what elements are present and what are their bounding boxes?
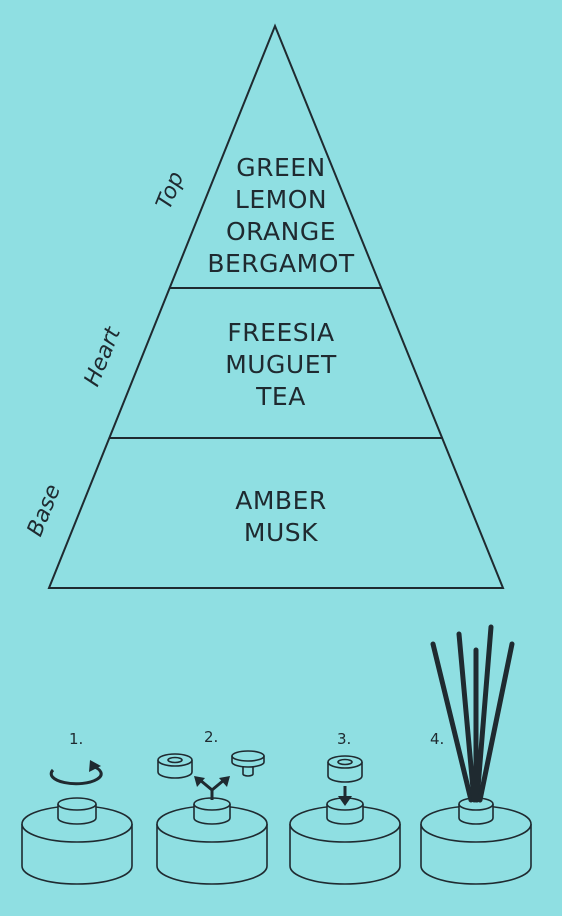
note-text: LEMON	[234, 185, 328, 214]
remove-stopper-icon	[156, 750, 268, 885]
note-text: AMBER	[235, 486, 327, 515]
step-number-1: 1.	[69, 730, 84, 748]
note-text: FREESIA	[227, 318, 335, 347]
note-text: ORANGE	[225, 217, 336, 246]
insert-collar-icon	[289, 755, 401, 885]
pyramid-outline	[47, 23, 505, 589]
note-text: MUSK	[243, 518, 319, 547]
base-notes: AMBER MUSK	[0, 485, 562, 549]
reeds-in-bottle-icon	[420, 624, 532, 885]
rotate-cap-icon	[21, 760, 133, 885]
step-number-3: 3.	[337, 730, 352, 748]
top-notes: GREEN LEMON ORANGE BERGAMOT	[0, 152, 562, 280]
note-text: MUGUET	[225, 350, 337, 379]
note-text: TEA	[256, 382, 306, 411]
step-number-4: 4.	[430, 730, 445, 748]
step-number-2: 2.	[204, 728, 219, 746]
heart-notes: FREESIA MUGUET TEA	[0, 317, 562, 413]
note-text: GREEN	[236, 153, 326, 182]
note-text: BERGAMOT	[207, 249, 355, 278]
